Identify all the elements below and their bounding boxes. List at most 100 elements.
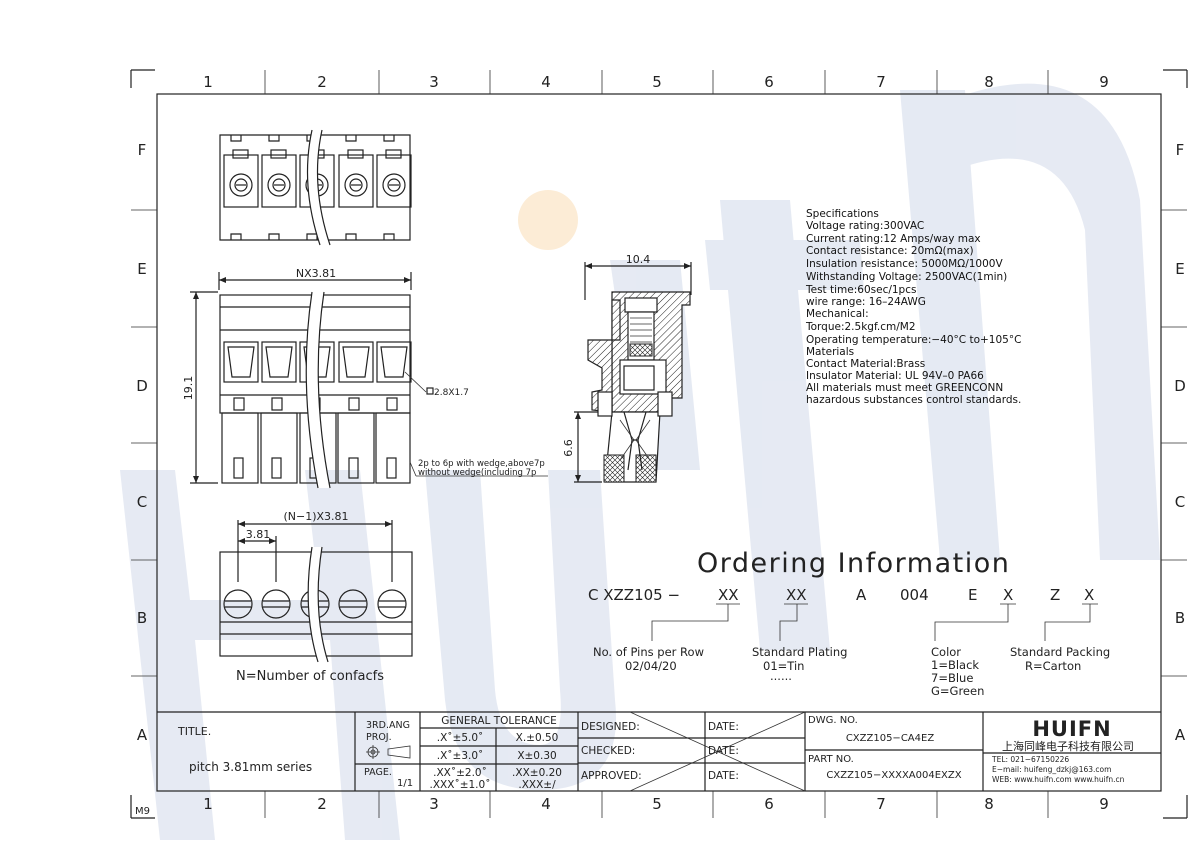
- spec-line: Operating temperature:−40°C to+105°C: [806, 334, 1021, 346]
- grid-col-label: 7: [876, 795, 886, 813]
- ordering-information: Ordering Information C XZZ105 − XX XX A …: [588, 548, 1110, 698]
- specifications: Specifications Voltage rating:300VAC Cur…: [805, 208, 1021, 406]
- company-name: 上海同峰电子科技有限公司: [1002, 739, 1134, 753]
- spec-line: Voltage rating:300VAC: [806, 220, 924, 232]
- grid-col-label: 4: [541, 795, 551, 813]
- tolerance-angle: .XXX˚±1.0˚: [430, 779, 491, 791]
- wedge-note-2: without wedge(including 7p: [418, 468, 536, 478]
- grid-row-label: E: [1175, 260, 1184, 278]
- title-value: pitch 3.81mm series: [189, 760, 312, 774]
- dim-bottom-span: (N−1)X3.81: [283, 510, 348, 523]
- spec-line: Test time:60sec/1pcs: [805, 284, 916, 296]
- spec-line: hazardous substances control standards.: [806, 394, 1021, 406]
- grid-row-label: D: [1174, 377, 1186, 395]
- grid-col-label: 6: [764, 73, 774, 91]
- front-view: NX3.81 19.1 2.8X1.7: [182, 267, 548, 489]
- grid-row-label: F: [1176, 141, 1185, 159]
- part-value: CXZZ105−XXXXA004EXZX: [826, 770, 961, 781]
- code-a: A: [856, 586, 867, 604]
- packing-label: Standard Packing: [1010, 645, 1110, 659]
- plating-label: Standard Plating: [752, 645, 847, 659]
- grid-row-label: D: [136, 377, 148, 395]
- pins-values: 02/04/20: [625, 659, 677, 673]
- spec-line: Torque:2.5kgf.cm/M2: [805, 321, 916, 333]
- grid-row-label: E: [137, 260, 146, 278]
- company-email: E−mail: huifeng_dzkj@163.com: [992, 765, 1111, 774]
- tolerance-angle: .X˚±5.0˚: [437, 732, 484, 744]
- drawing-frame: 1 2 3 4 5 6 7 8 9 1 2 3 4 5 6 7 8 9 F E …: [130, 69, 1188, 819]
- plating-more: ......: [770, 669, 792, 683]
- grid-row-label: C: [1175, 493, 1185, 511]
- grid-row-label: A: [1175, 726, 1186, 744]
- color-value: G=Green: [931, 684, 984, 698]
- watermark-dot: [518, 190, 578, 250]
- page-label: PAGE.: [364, 767, 392, 778]
- ordering-title: Ordering Information: [697, 548, 1010, 579]
- grid-row-label: F: [138, 141, 147, 159]
- part-label: PART NO.: [808, 754, 854, 765]
- side-section-view: 10.4 6.6: [562, 253, 692, 483]
- page-value: 1/1: [397, 778, 413, 789]
- code-packing: X: [1084, 586, 1094, 604]
- grid-col-label: 9: [1099, 795, 1109, 813]
- spec-line: Contact resistance: 20mΩ(max): [806, 245, 974, 257]
- spec-line: Specifications: [806, 208, 879, 220]
- spec-line: All materials must meet GREENCONN: [806, 382, 1003, 394]
- spec-line: Materials: [806, 346, 854, 358]
- grid-row-label: B: [137, 609, 147, 627]
- callout-square: 2.8X1.7: [434, 388, 469, 398]
- grid-col-label: 5: [652, 73, 662, 91]
- code-pins: XX: [718, 586, 739, 604]
- checked-label: CHECKED:: [581, 745, 635, 757]
- dim-top-length: NX3.81: [296, 267, 336, 280]
- dim-side-width: 10.4: [626, 253, 651, 266]
- company-logo: HUIFN: [1032, 717, 1111, 741]
- tolerance-angle: .XX˚±2.0˚: [433, 767, 487, 779]
- grid-col-label: 1: [203, 73, 213, 91]
- grid-col-label: 9: [1099, 73, 1109, 91]
- bottom-view: (N−1)X3.81 3.81 N=Number of confacfs: [219, 510, 413, 684]
- code-z: Z: [1050, 586, 1060, 604]
- title-label: TITLE.: [177, 725, 211, 738]
- date-label: DATE:: [708, 770, 739, 782]
- packing-value: R=Carton: [1025, 659, 1081, 673]
- dim-bottom-pitch: 3.81: [246, 528, 271, 541]
- grid-col-label: 8: [984, 795, 994, 813]
- color-value: 1=Black: [931, 658, 979, 672]
- color-label: Color: [931, 645, 961, 659]
- grid-row-label: B: [1175, 609, 1185, 627]
- spec-line: Contact Material:Brass: [806, 358, 925, 370]
- approved-label: APPROVED:: [581, 770, 642, 782]
- spec-line: Withstanding Voltage: 2500VAC(1min): [806, 271, 1007, 283]
- grid-col-label: 2: [317, 73, 327, 91]
- grid-col-label: 1: [203, 795, 213, 813]
- pins-label: No. of Pins per Row: [593, 645, 704, 659]
- dwg-label: DWG. NO.: [808, 715, 858, 726]
- code-prefix: C XZZ105 −: [588, 586, 680, 604]
- corner-code: M9: [135, 806, 150, 817]
- designed-label: DESIGNED:: [581, 721, 640, 733]
- plating-value: 01=Tin: [763, 659, 804, 673]
- grid-col-label: 4: [541, 73, 551, 91]
- grid-col-label: 8: [984, 73, 994, 91]
- projection-symbol: [366, 745, 411, 759]
- company-tel: TEL: 021−67150226: [991, 755, 1069, 764]
- tolerance-angle: .X˚±3.0˚: [437, 750, 484, 762]
- code-color: X: [1003, 586, 1013, 604]
- wedge-note-1: 2p to 6p with wedge,above7p: [418, 459, 545, 469]
- dwg-value: CXZZ105−CA4EZ: [846, 733, 935, 744]
- tolerance-linear: .XX±0.20: [512, 767, 562, 779]
- tolerance-linear: X±0.30: [517, 750, 556, 762]
- tolerance-header: GENERAL TOLERANCE: [441, 715, 557, 727]
- tolerance-linear: .XXX±/: [518, 779, 556, 791]
- grid-col-label: 3: [429, 795, 439, 813]
- code-plating: XX: [786, 586, 807, 604]
- grid-row-label: C: [137, 493, 147, 511]
- grid-col-label: 7: [876, 73, 886, 91]
- date-label: DATE:: [708, 745, 739, 757]
- date-label: DATE:: [708, 721, 739, 733]
- top-view: [219, 129, 412, 246]
- grid-col-label: 5: [652, 795, 662, 813]
- dim-height: 19.1: [182, 376, 195, 401]
